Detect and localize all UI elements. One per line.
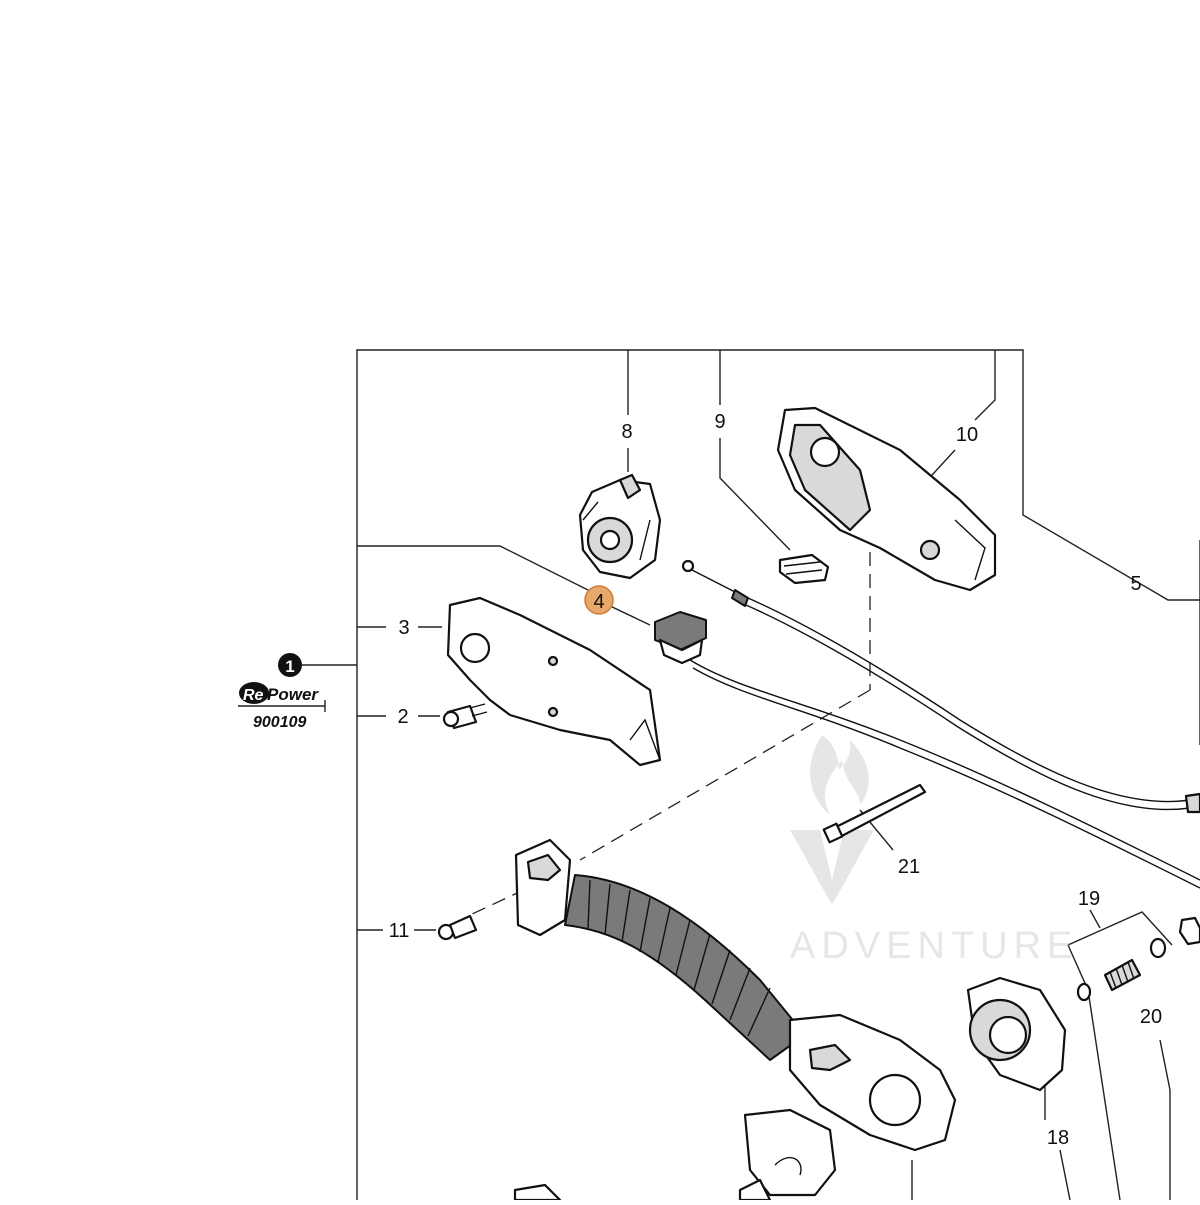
part-2-drawing	[442, 703, 488, 730]
highlight-circle	[584, 585, 614, 615]
lower-parts-drawing	[513, 1108, 837, 1202]
part-10-drawing	[776, 406, 997, 592]
part-label-10: 10	[956, 424, 978, 446]
part-label-5: 5	[1130, 573, 1141, 595]
part-4-highlight-badge[interactable]: 4	[584, 585, 614, 615]
part-21-drawing	[822, 783, 927, 844]
part-label-21: 21	[898, 856, 920, 878]
part-20-drawing	[1103, 958, 1142, 992]
frame-lines	[302, 349, 1200, 1201]
part-labels: 8 9 10 5 3 2 11 21 19 20 18 4	[389, 411, 1163, 1149]
repower-brand-re: Re	[243, 687, 264, 704]
part-4-drawing	[654, 611, 1200, 889]
watermark-text: ADVENTURE	[790, 925, 1078, 967]
part-8-drawing	[578, 473, 662, 580]
part-18-drawing	[966, 976, 1067, 1092]
repower-badge: Re Power 900109	[238, 682, 326, 731]
nut-drawing	[1178, 916, 1200, 946]
part-label-4: 4	[593, 591, 604, 613]
part-label-9: 9	[714, 411, 725, 433]
throttle-cable	[681, 559, 1200, 814]
part-label-11: 11	[389, 920, 410, 942]
part-label-18: 18	[1047, 1127, 1069, 1149]
repower-logo-mark	[239, 682, 269, 704]
part-label-8: 8	[621, 421, 632, 443]
part-label-3: 3	[398, 617, 409, 639]
handle-grip-drawing	[514, 838, 957, 1152]
assembly-marker-number: 1	[285, 657, 294, 676]
part-label-2: 2	[397, 706, 408, 728]
watermark: ADVENTURE	[790, 735, 1078, 967]
part-3-drawing	[446, 596, 662, 767]
repower-brand-power: Power	[267, 685, 319, 704]
assembly-marker: 1	[278, 653, 302, 677]
part-label-19: 19	[1078, 888, 1100, 910]
part-19-drawing	[1076, 937, 1167, 1002]
part-11-drawing	[437, 914, 478, 941]
part-label-20: 20	[1140, 1006, 1162, 1028]
part-9-drawing	[778, 553, 830, 585]
repower-code: 900109	[253, 714, 306, 731]
